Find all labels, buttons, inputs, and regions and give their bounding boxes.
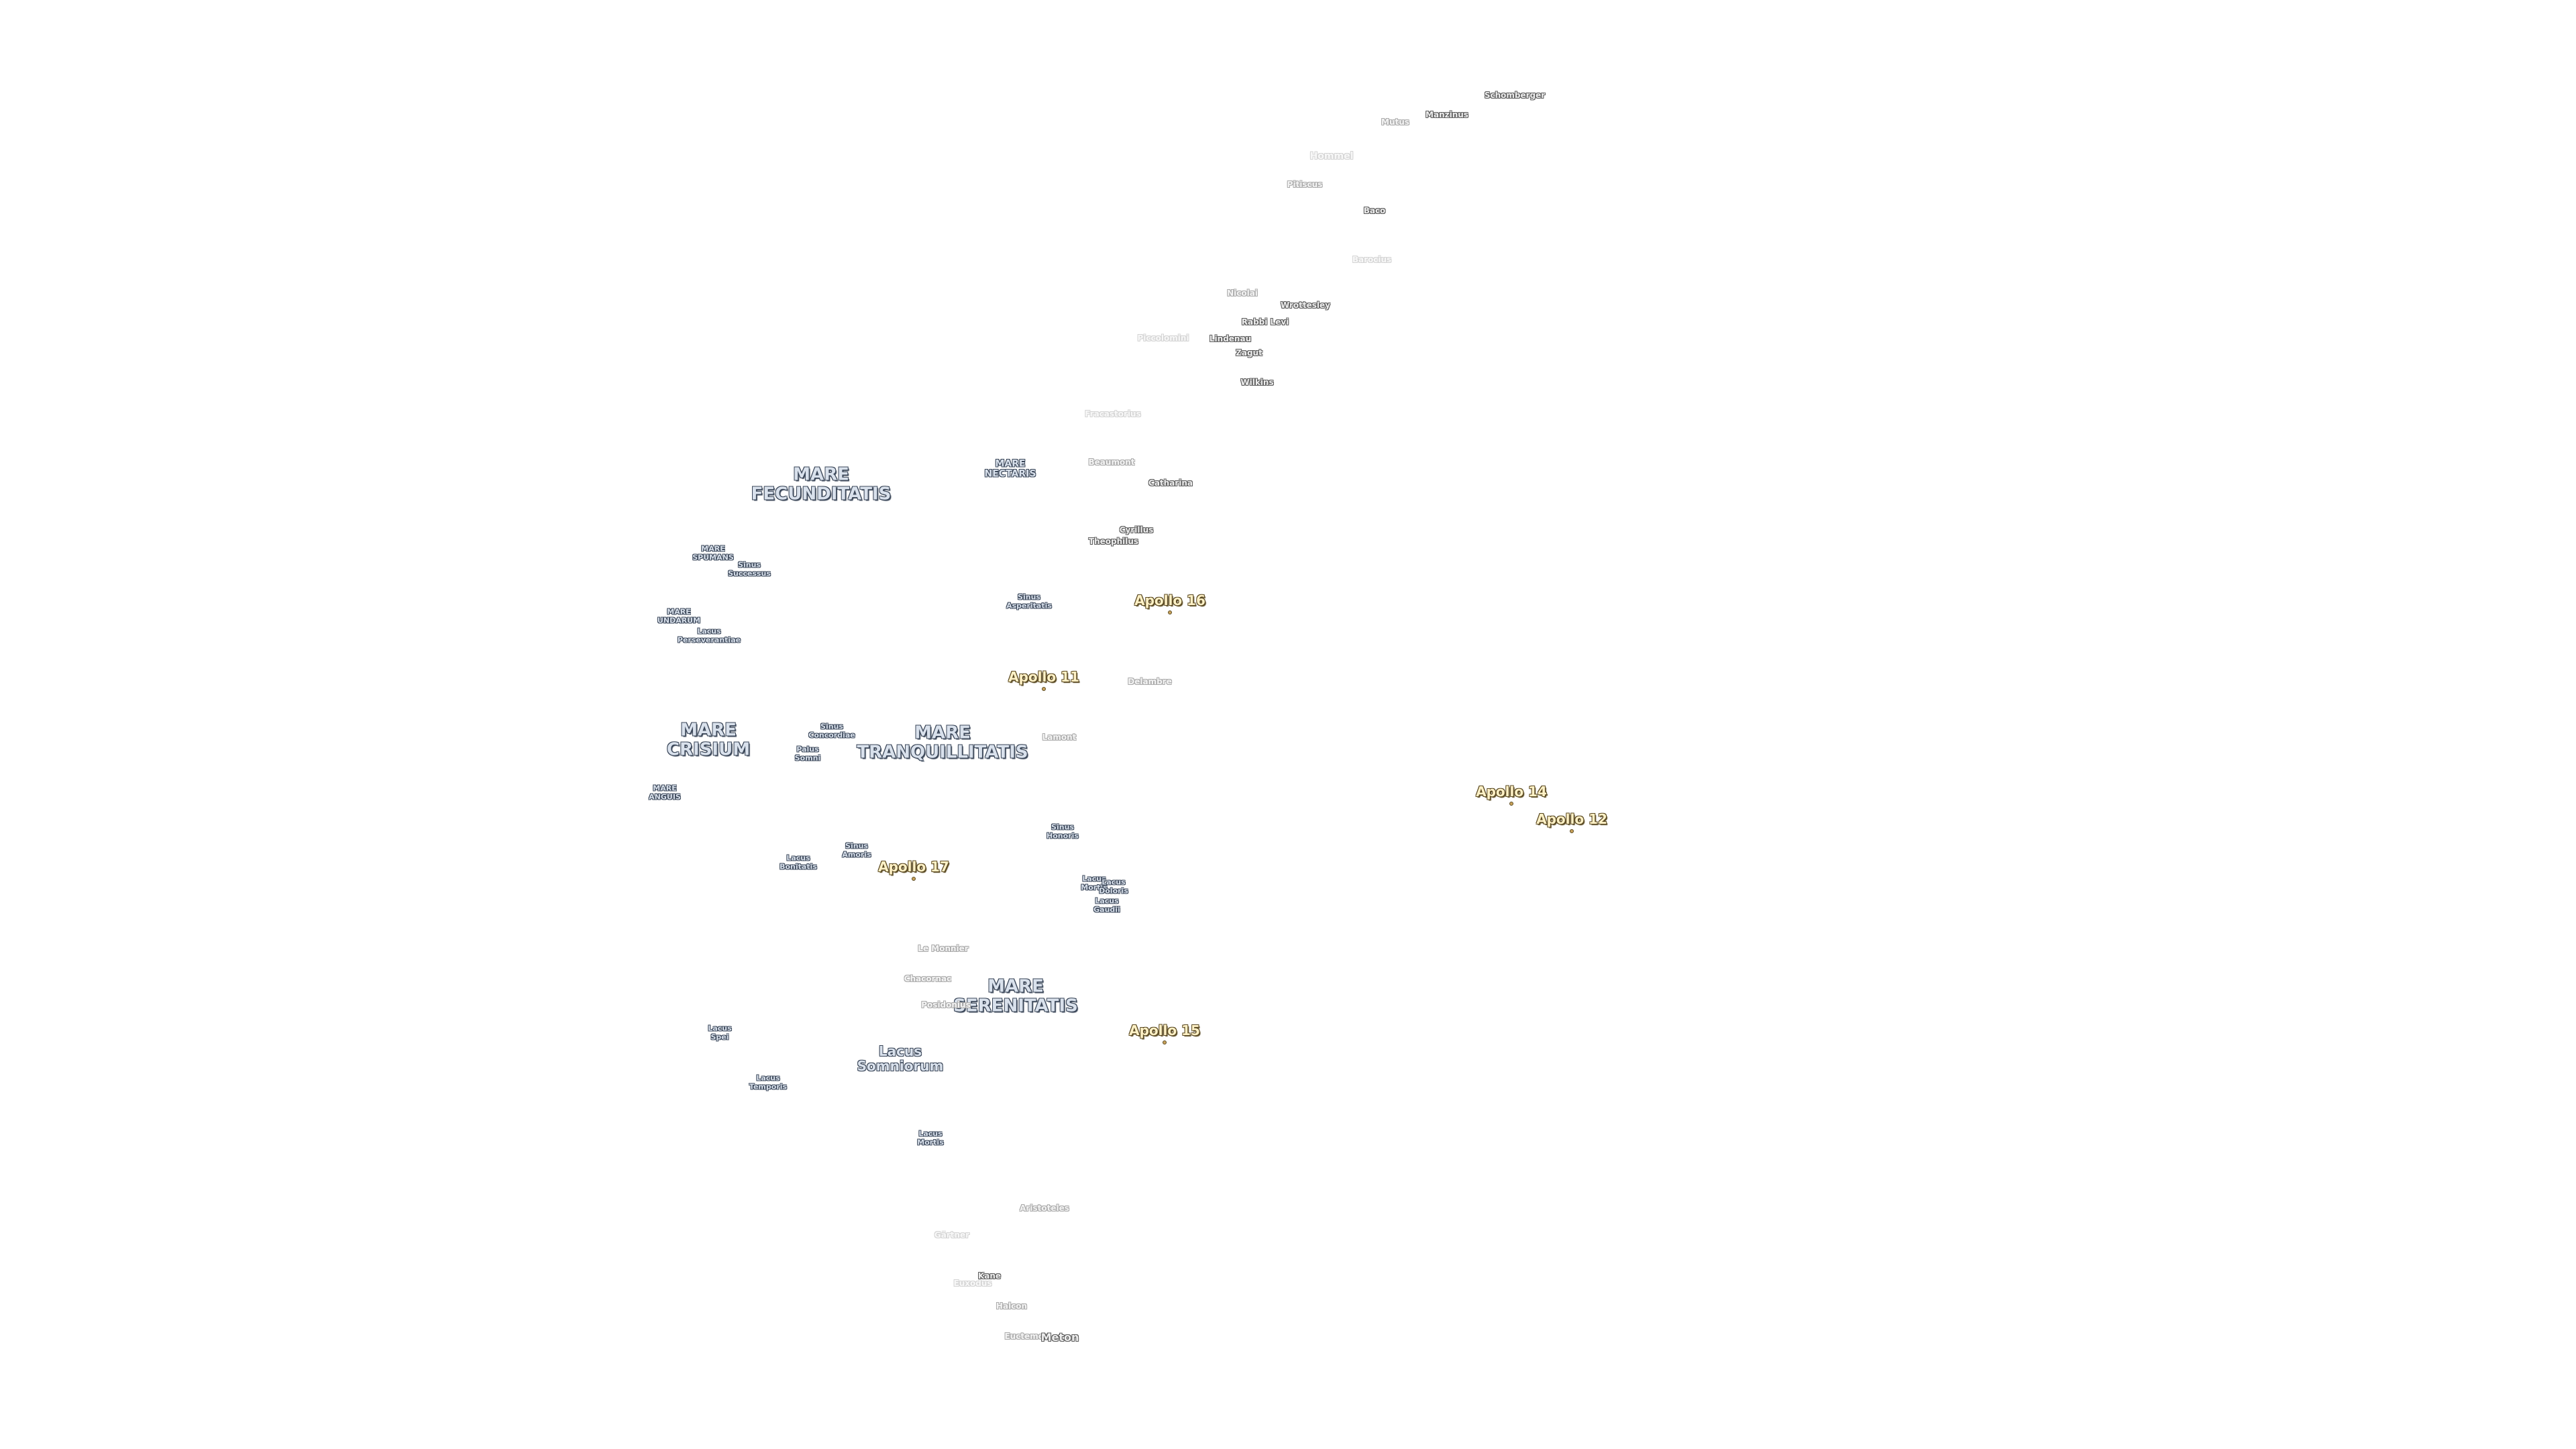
- lacus-temporis-label: Lacus Temporis: [749, 1073, 788, 1091]
- sinus-amoris-label: Sinus Amoris: [842, 841, 871, 859]
- apollo-14-marker: [1509, 802, 1513, 806]
- lacus-doloris-label: Lacus Doloris: [1099, 877, 1128, 895]
- mare-nectaris-label: MARE NECTARIS: [984, 458, 1036, 480]
- mare-spumans-label: MARE SPUMANS: [692, 544, 734, 561]
- crater-schomberger-label: Schomberger: [1484, 91, 1546, 100]
- sinus-asperitatis-label: Sinus Asperitatis: [1006, 592, 1052, 610]
- lacus-somniorum-label: Lacus Somniorum: [857, 1043, 944, 1074]
- lacus-mortis-label: Lacus Mortis: [917, 1129, 944, 1146]
- sinus-honoris-label: Sinus Honoris: [1046, 822, 1079, 840]
- crater-manzinus-label: Manzinus: [1426, 110, 1468, 119]
- crater-hommel-label: Hommel: [1309, 151, 1354, 162]
- crater-posidonius-label: Posidonius: [921, 1000, 971, 1010]
- crater-piccolomini-label: Piccolomini: [1137, 333, 1189, 343]
- crater-gartner-label: Gärtner: [934, 1230, 970, 1240]
- mare-fecunditatis-label: MARE FECUNDITATIS: [751, 464, 892, 504]
- crater-rabbi-levi-label: Rabbi Levi: [1241, 317, 1289, 327]
- apollo-17-label: Apollo 17: [878, 859, 949, 875]
- apollo-12-marker: [1570, 829, 1574, 833]
- lacus-spei-label: Lacus Spei: [708, 1024, 732, 1041]
- crater-beaumont-label: Beaumont: [1088, 458, 1135, 467]
- sinus-successus-label: Sinus Successus: [728, 560, 771, 578]
- crater-wilkins-label: Wilkins: [1240, 378, 1274, 387]
- crater-fracastorius-label: Fracastorius: [1085, 409, 1141, 419]
- crater-mutus-label: Mutus: [1381, 117, 1409, 127]
- mare-undarum-label: MARE UNDARUM: [657, 607, 701, 625]
- apollo-11-label: Apollo 11: [1008, 669, 1079, 685]
- crater-barocius-label: Barocius: [1352, 255, 1392, 264]
- crater-pitiscus-label: Pitiscus: [1287, 180, 1323, 189]
- mare-crisium-label: MARE CRISIUM: [666, 720, 751, 759]
- sinus-concordiae-label: Sinus Concordiae: [808, 722, 855, 739]
- crater-baco-label: Baco: [1363, 206, 1386, 215]
- crater-cyrillus-label: Cyrillus: [1119, 525, 1154, 535]
- apollo-16-marker: [1168, 610, 1172, 614]
- apollo-15-label: Apollo 15: [1129, 1022, 1200, 1038]
- apollo-17-marker: [912, 877, 916, 881]
- crater-euxodus-label: Euxodus: [953, 1279, 992, 1288]
- apollo-16-label: Apollo 16: [1134, 592, 1205, 608]
- crater-lamont-label: Lamont: [1042, 733, 1077, 742]
- apollo-11-marker: [1042, 687, 1046, 691]
- crater-chacornac-label: Chacornac: [904, 974, 952, 983]
- apollo-15-marker: [1163, 1040, 1167, 1044]
- crater-euctemon-label: Euctemon: [1004, 1332, 1050, 1341]
- crater-halcon-label: Halcon: [996, 1301, 1028, 1311]
- apollo-12-label: Apollo 12: [1536, 811, 1607, 827]
- crater-kane-label: Kane: [977, 1271, 1002, 1281]
- palus-somni-label: Palus Somni: [794, 745, 821, 762]
- crater-catharina-label: Catharina: [1148, 478, 1193, 488]
- crater-zagut-label: Zagut: [1236, 348, 1263, 358]
- crater-nicolai-label: Nicolai: [1227, 288, 1258, 298]
- crater-wrottesley-label: Wrottesley: [1280, 301, 1331, 310]
- lacus-gaudii-label: Lacus Gaudii: [1093, 896, 1120, 914]
- crater-aristoteles-label: Aristoteles: [1020, 1203, 1069, 1213]
- crater-lindenau-label: Lindenau: [1209, 334, 1252, 343]
- mare-serenitatis-label: MARE SERENITATIS: [953, 976, 1078, 1016]
- mare-tranquillitatis-label: MARE TRANQUILLITATIS: [857, 722, 1028, 762]
- crater-le-monnier-label: Le Monnier: [918, 944, 969, 953]
- lacus-perseverantiae-label: Lacus Perseverantiae: [677, 627, 741, 644]
- lacus-bonitatis-label: Lacus Bonitatis: [780, 853, 817, 871]
- lacus-mortis-small-label: Lacus Mortis: [1081, 874, 1108, 892]
- mare-anguis-label: MARE ANGUIS: [649, 784, 681, 801]
- crater-theophilus-label: Theophilus: [1088, 537, 1139, 546]
- apollo-14-label: Apollo 14: [1476, 784, 1547, 800]
- crater-meton-label: Meton: [1040, 1331, 1079, 1344]
- crater-delambre-label: Delambre: [1128, 677, 1172, 686]
